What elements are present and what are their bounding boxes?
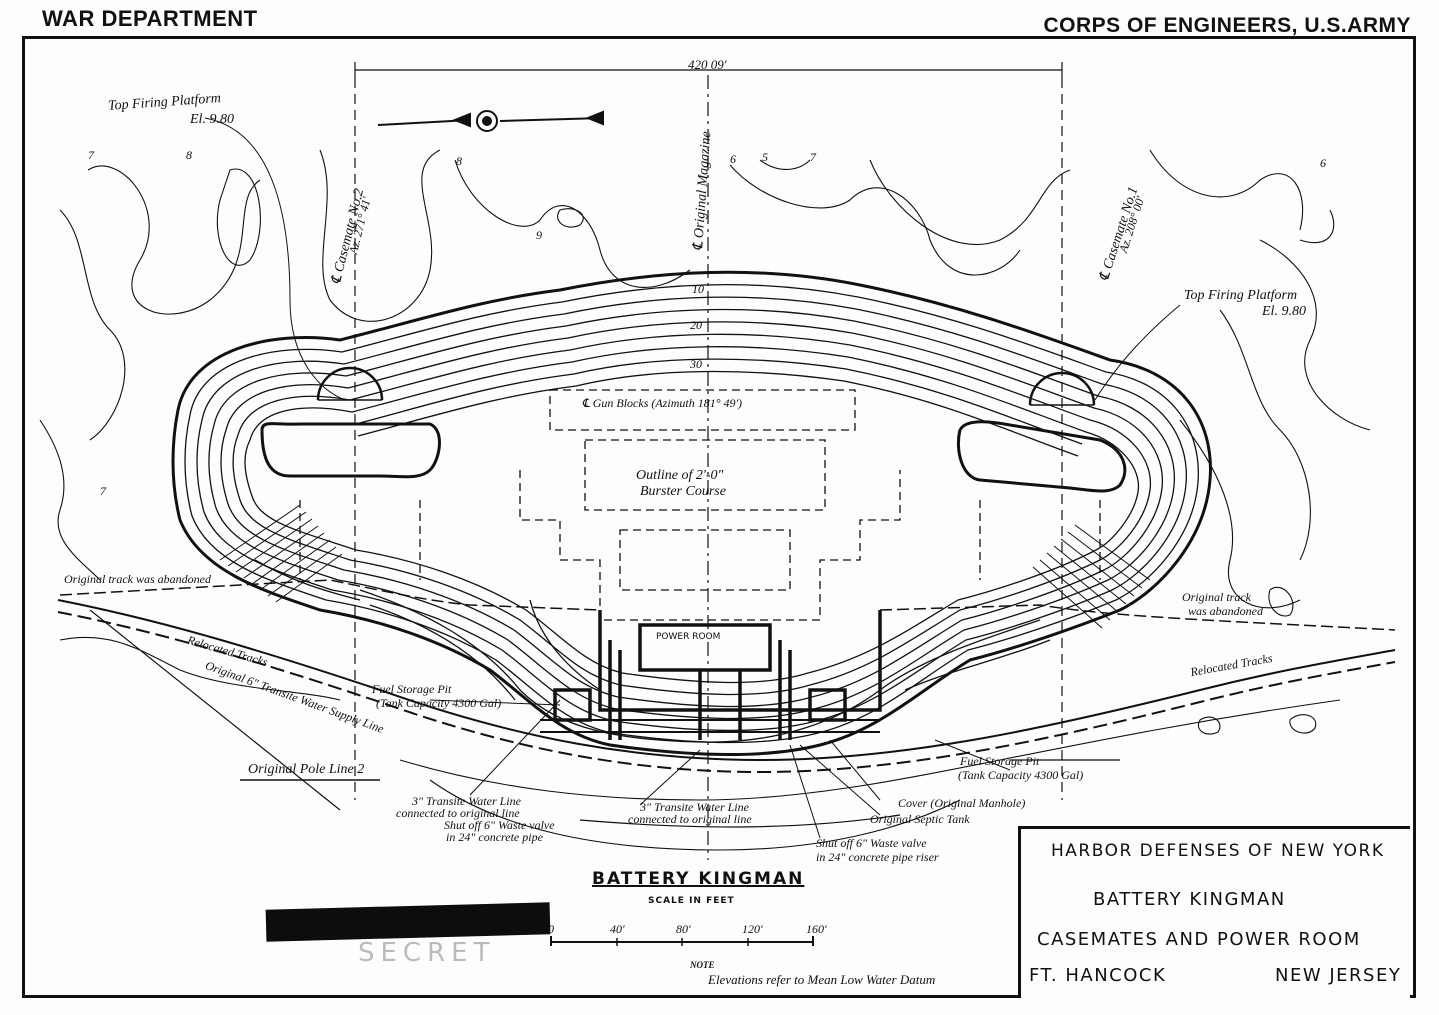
contour-label: 10 <box>692 282 704 296</box>
gun-emplacement-outlines <box>260 366 1127 493</box>
security-stamp-remnant: SECRET <box>358 938 496 968</box>
label-gun-blocks: ℄ Gun Blocks (Azimuth 181° 49') <box>582 396 743 410</box>
scale-tick-label: 40' <box>610 922 625 936</box>
scale-subtitle: SCALE IN FEET <box>648 896 735 906</box>
title-new-jersey: NEW JERSEY <box>1275 965 1402 986</box>
label-shutoff-left-2: in 24" concrete pipe <box>446 830 543 844</box>
label-top-firing-platform-right: Top Firing Platform <box>1184 288 1298 303</box>
contour-label: 30 <box>690 357 702 371</box>
magazine-outlines <box>299 389 1101 621</box>
contour-label: 7 <box>100 484 106 498</box>
label-septic-tank: Original Septic Tank <box>870 812 970 826</box>
label-burster-course: Burster Course <box>640 484 726 499</box>
label-power-room: POWER ROOM <box>656 632 721 642</box>
label-top-firing-platform-right-elevation: El. 9.80 <box>1262 304 1306 319</box>
label-original-track-right-1: Original track <box>1182 590 1251 604</box>
title-casemates-power-room: CASEMATES AND POWER ROOM <box>1037 929 1361 950</box>
contour-label: 8 <box>456 154 462 168</box>
scale-tick-label: 80' <box>676 922 691 936</box>
ramp-hatching <box>219 504 1151 629</box>
contour-label: 6 <box>1320 156 1326 170</box>
annotation-leaders <box>204 117 1181 839</box>
label-burster-outline: Outline of 2'-0" <box>636 468 724 483</box>
contour-label: 7 <box>88 148 94 162</box>
contour-label: 5 <box>762 150 768 164</box>
label-cover-manhole: Cover (Original Manhole) <box>898 796 1026 810</box>
header-war-department: WAR DEPARTMENT <box>42 6 258 31</box>
label-transite-left-2: connected to original line <box>396 806 520 820</box>
overall-dimension-line <box>354 62 1063 860</box>
power-room-structure <box>540 610 882 740</box>
label-transite-mid-2: connected to original line <box>628 812 752 826</box>
note-title: NOTE <box>690 960 715 970</box>
contour-label: 7 <box>810 150 816 164</box>
header-corps-of-engineers: CORPS OF ENGINEERS, U.S.ARMY <box>1043 14 1411 37</box>
label-top-firing-platform-left-elevation: El. 9.80 <box>190 112 234 127</box>
label-original-track-left: Original track was abandoned <box>64 572 211 586</box>
label-fuel-capacity-left: (Tank Capacity 4300 Gal) <box>376 696 502 710</box>
label-fuel-storage-left: Fuel Storage Pit <box>372 682 452 696</box>
contour-label: 20 <box>690 318 702 332</box>
label-fuel-storage-right: Fuel Storage Pit <box>960 754 1040 768</box>
label-fuel-capacity-right: (Tank Capacity 4300 Gal) <box>958 768 1084 782</box>
scale-tick-label: 0 <box>548 922 554 936</box>
title-harbor-defenses: HARBOR DEFENSES OF NEW YORK <box>1051 841 1385 861</box>
label-original-track-right-2: was abandoned <box>1188 604 1263 618</box>
scale-bar <box>550 936 814 946</box>
contour-label: 9 <box>536 228 542 242</box>
title-block: HARBOR DEFENSES OF NEW YORK BATTERY KING… <box>1018 826 1410 998</box>
label-shutoff-right-1: Shut off 6" Waste valve <box>816 836 927 850</box>
title-ft-hancock: FT. HANCOCK <box>1029 965 1167 986</box>
scale-tick-label: 160' <box>806 922 827 936</box>
label-shutoff-left-1: Shut off 6" Waste valve <box>444 818 555 832</box>
label-original-pole-line: Original Pole Line 2 <box>248 762 365 777</box>
north-arrow-icon <box>377 110 604 132</box>
scale-tick-label: 120' <box>742 922 763 936</box>
note-text: Elevations refer to Mean Low Water Datum <box>708 972 936 987</box>
scale-title: BATTERY KINGMAN <box>592 869 805 889</box>
overall-dimension-label: 420 09' <box>688 57 727 72</box>
terrain-contours <box>39 149 1371 851</box>
drawing-frame <box>22 36 1416 998</box>
contour-label: 8 <box>186 148 192 162</box>
railroad-tracks <box>57 579 1396 828</box>
label-transite-mid-1: 3" Transite Water Line <box>640 800 749 814</box>
label-transite-left-1: 3" Transite Water Line <box>412 794 521 808</box>
earthwork-contour-rings <box>171 270 1212 756</box>
label-shutoff-right-2: in 24" concrete pipe riser <box>816 850 939 864</box>
contour-label: 6 <box>730 152 736 166</box>
title-battery-kingman: BATTERY KINGMAN <box>1093 889 1286 910</box>
